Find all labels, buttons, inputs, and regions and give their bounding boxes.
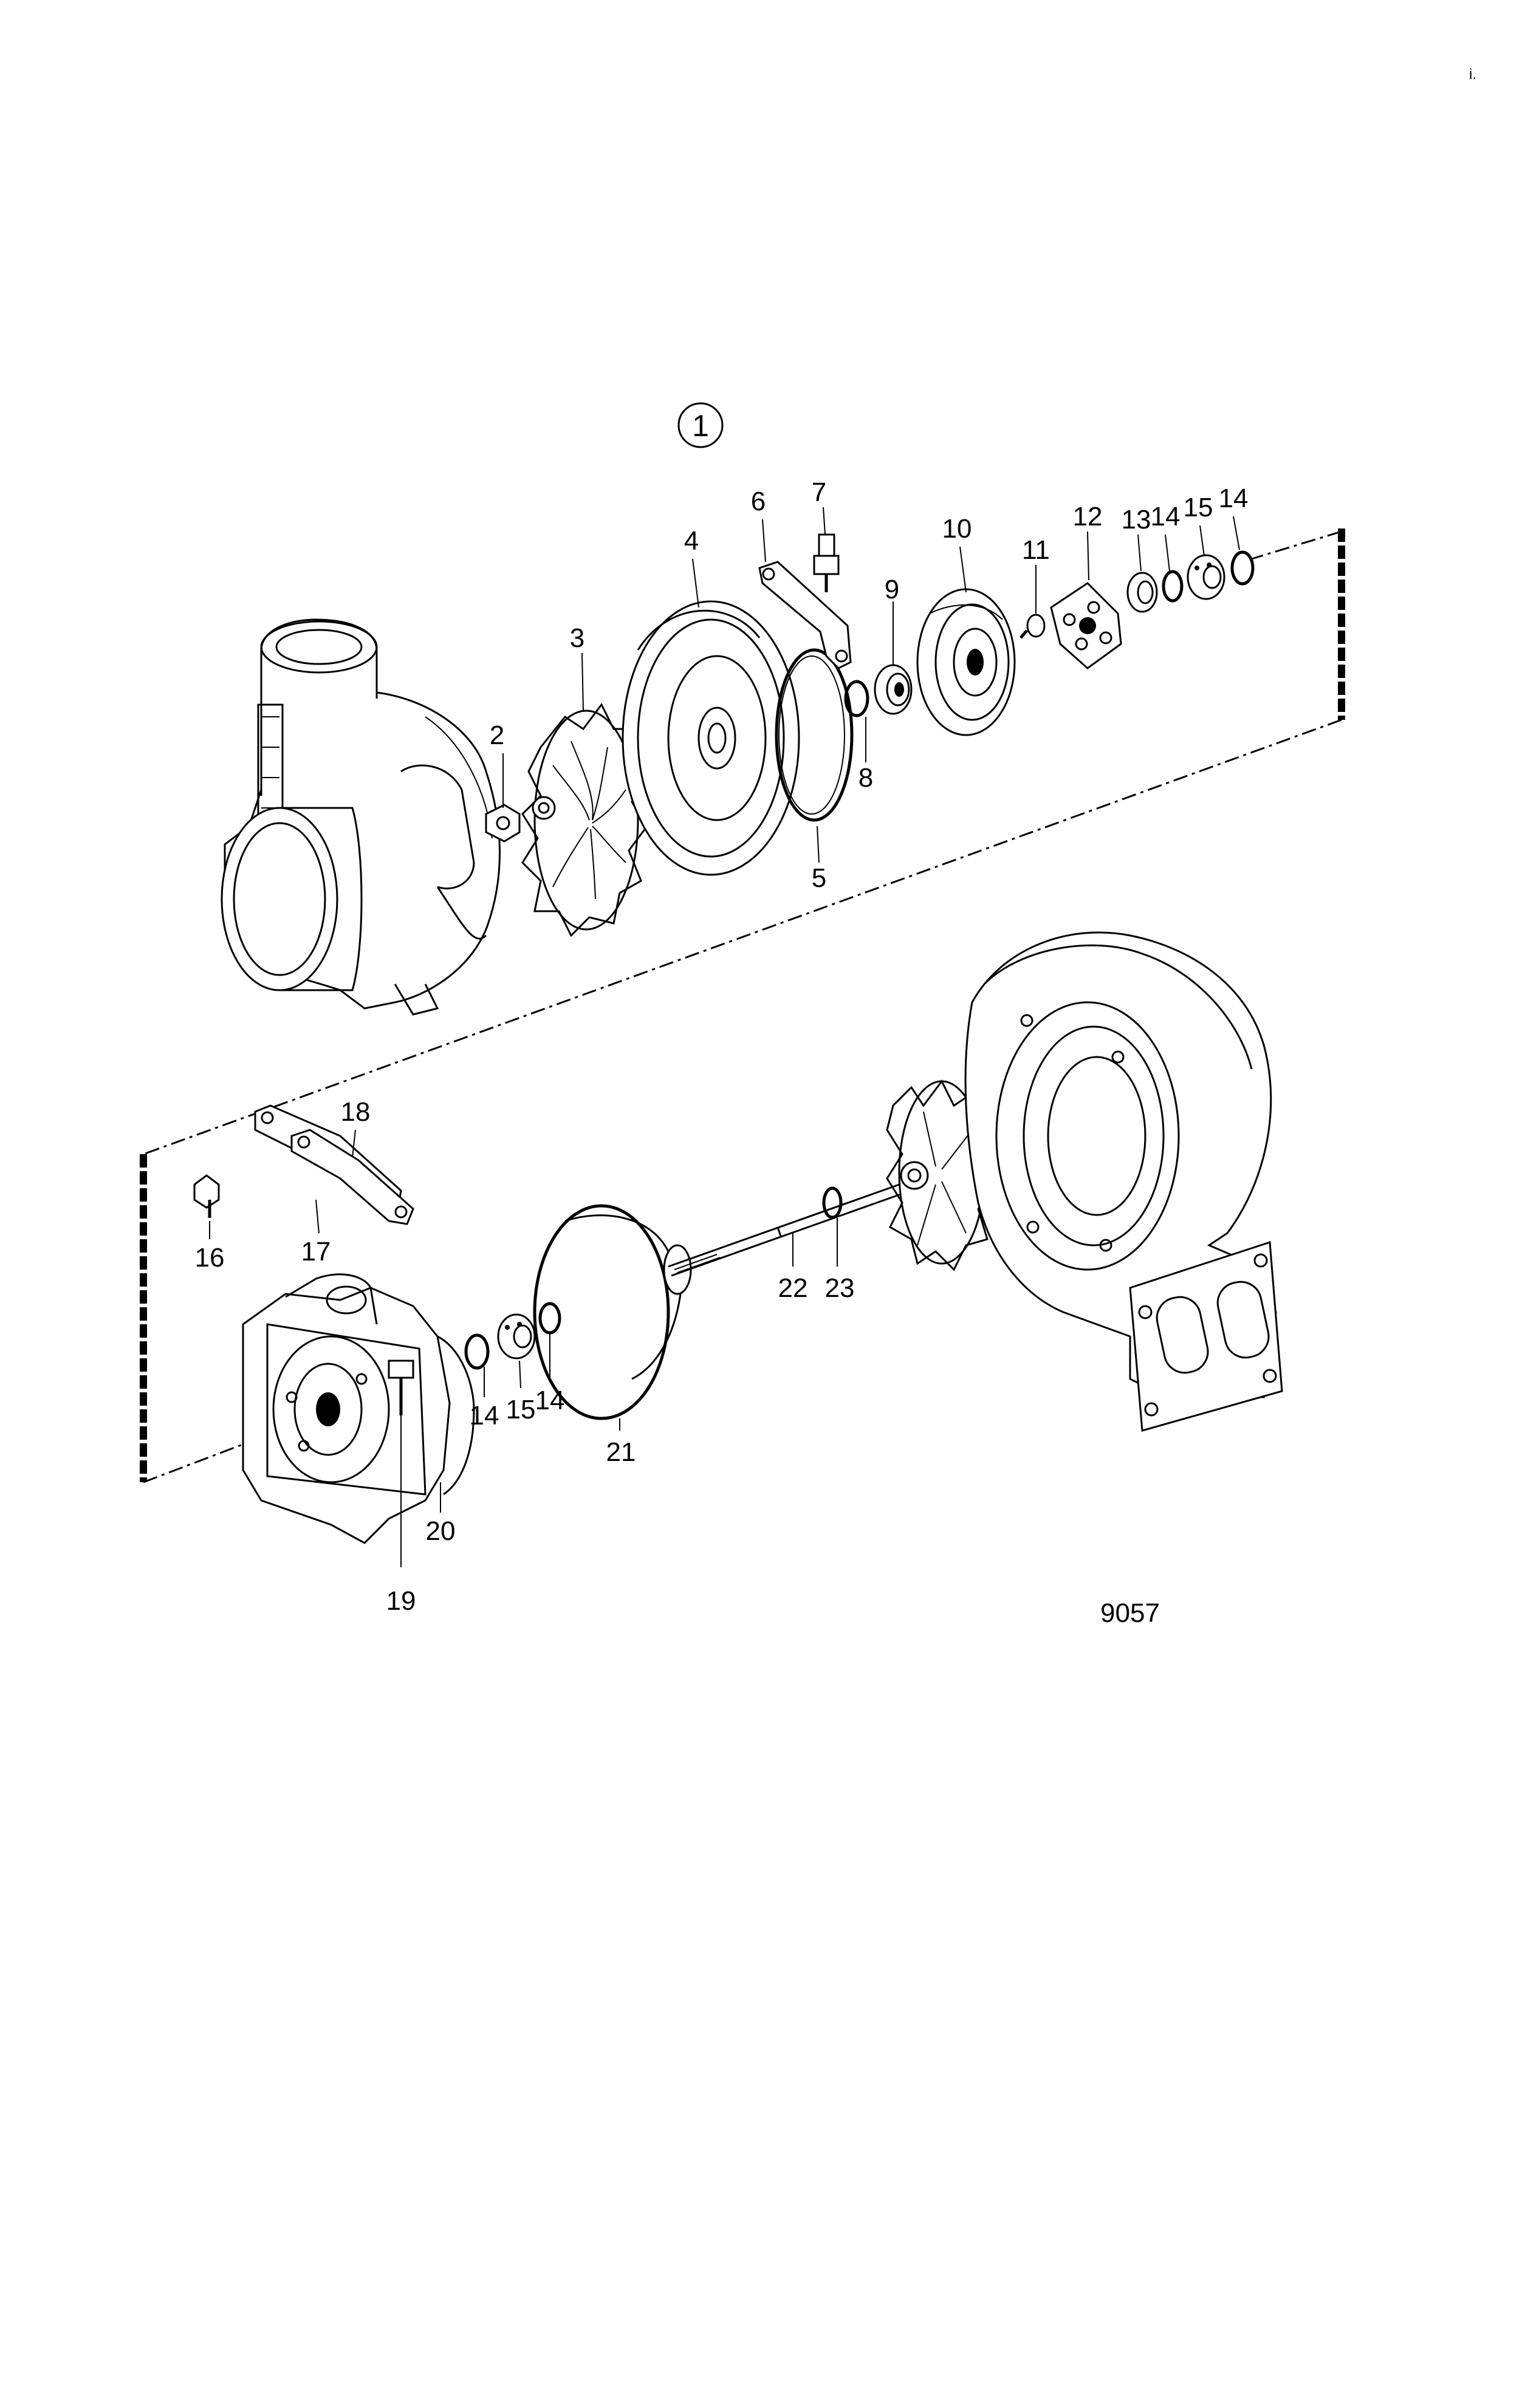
corner-mark: i.: [1469, 66, 1476, 83]
part-label-16: 16: [195, 1243, 225, 1273]
compressor-backplate: [622, 600, 800, 876]
part-label-18: 18: [341, 1097, 371, 1127]
part-label-9: 9: [885, 575, 899, 604]
group-marker-number: 1: [692, 409, 709, 443]
thrust-bearing-plate: [1050, 582, 1122, 669]
turbine-shaft: [668, 1183, 903, 1277]
turbine-wheel: [886, 1079, 998, 1271]
part-label-14-upper-a: 14: [1151, 502, 1181, 532]
part-label-14-lower-b: 14: [535, 1386, 565, 1415]
bearing-sleeve-upper: [1126, 572, 1158, 613]
retaining-ring-lower-2: [538, 1302, 561, 1335]
journal-bearing-lower: [497, 1313, 536, 1360]
retaining-ring-upper-2: [1230, 550, 1255, 586]
heat-shield: [533, 1204, 692, 1420]
part-label-13: 13: [1122, 505, 1151, 535]
part-label-12: 12: [1073, 502, 1103, 532]
o-ring: [775, 648, 854, 822]
part-label-8: 8: [858, 763, 873, 793]
part-label-21: 21: [606, 1437, 636, 1467]
part-label-2: 2: [490, 720, 504, 750]
part-label-14-upper-b: 14: [1219, 484, 1249, 513]
part-label-15-lower: 15: [506, 1395, 536, 1425]
clamp-plate-lower-18: [290, 1129, 414, 1225]
part-label-22: 22: [778, 1273, 808, 1303]
clamp-plate-upper: [758, 561, 852, 669]
journal-bearing-upper: [1187, 554, 1225, 600]
retaining-ring-upper-1: [1162, 570, 1184, 603]
bolt: [193, 1174, 220, 1218]
part-label-7: 7: [812, 477, 826, 507]
part-label-15-upper: 15: [1184, 493, 1213, 522]
retaining-ring-lower-1: [464, 1333, 490, 1370]
group-marker: 1: [677, 402, 724, 448]
seal-ring-small: [844, 680, 869, 717]
part-label-17: 17: [301, 1237, 331, 1267]
piston-ring: [822, 1186, 843, 1219]
compressor-wheel: [521, 703, 648, 937]
drawing-number: 9057: [1100, 1598, 1160, 1628]
screw-small: [1020, 614, 1046, 639]
housing-stud: [388, 1360, 414, 1415]
part-label-23: 23: [825, 1273, 855, 1303]
part-label-4: 4: [684, 526, 699, 556]
leader-lines: [209, 507, 1240, 1567]
nut: [485, 804, 521, 843]
compressor-insert: [916, 588, 1016, 736]
part-label-6: 6: [751, 487, 766, 516]
turbine-housing: [964, 931, 1283, 1432]
part-label-5: 5: [812, 863, 826, 893]
bearing-housing: [242, 1273, 475, 1544]
thrust-collar: [874, 664, 913, 715]
screw-upper: [813, 533, 840, 592]
part-label-11: 11: [1022, 535, 1050, 565]
part-label-14-lower-a: 14: [470, 1401, 499, 1431]
assembly-separation-frame: [140, 528, 1345, 1483]
part-label-20: 20: [426, 1516, 456, 1546]
part-label-19: 19: [386, 1586, 416, 1616]
compressor-housing: [221, 618, 501, 1016]
part-label-10: 10: [942, 514, 972, 544]
part-label-3: 3: [570, 623, 584, 653]
